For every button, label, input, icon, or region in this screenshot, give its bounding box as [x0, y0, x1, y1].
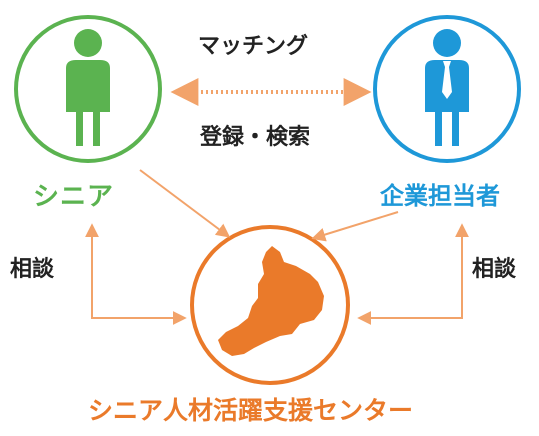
- company-node: [373, 15, 521, 163]
- senior-to-center-arrow: [139, 169, 231, 238]
- center-label: シニア人材活躍支援センター: [88, 396, 414, 425]
- senior-label: シニア: [33, 182, 115, 212]
- consult-left-arrow: [85, 223, 187, 325]
- register-search-label: 登録・検索: [200, 125, 311, 150]
- person-icon: [66, 29, 110, 146]
- consult-right-arrow: [357, 223, 469, 325]
- consult-right-label: 相談: [472, 257, 517, 282]
- senior-node: [14, 15, 162, 163]
- fukui-prefecture-map-icon: [218, 246, 324, 356]
- company-label: 企業担当者: [380, 182, 500, 210]
- consult-left-label: 相談: [10, 257, 55, 282]
- company-to-center-arrow: [311, 211, 399, 242]
- center-node: [190, 225, 350, 385]
- matching-label: マッチング: [198, 34, 309, 59]
- businessperson-tie-icon: [425, 29, 469, 146]
